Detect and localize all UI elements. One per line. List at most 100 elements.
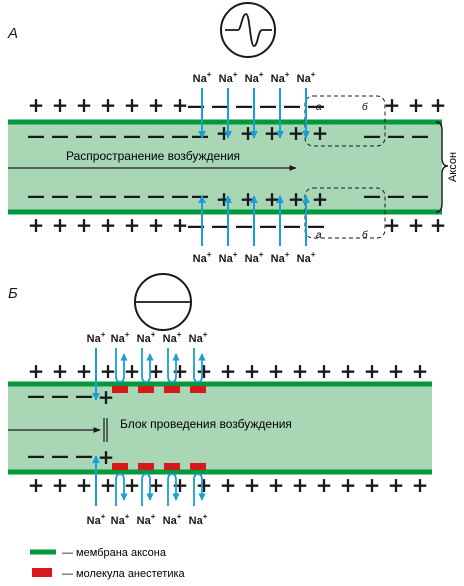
charge-minus: — [187,96,205,117]
charge-minus: — [27,446,45,467]
charge-plus: + [28,359,45,383]
sodium-ion-label: Na+ [271,250,290,265]
anesthetic-molecule [112,386,128,393]
sodium-ion-label: Na+ [219,250,238,265]
sodium-ion-label: Na+ [189,512,208,527]
charge-plus: + [100,213,117,237]
charge-plus: + [28,473,45,497]
charge-minus: — [75,186,93,207]
charge-plus: + [52,93,69,117]
charge-minus: — [211,216,229,237]
axon-b-axoplasm [8,384,432,472]
action-potential-scope-icon [220,2,276,58]
charge-minus: — [99,186,117,207]
charge-plus: + [240,187,257,211]
charge-plus: + [244,359,261,383]
charge-plus: + [76,473,93,497]
zone-top-box [304,95,386,147]
charge-minus: — [235,216,253,237]
block-label: Блок проведения возбуждения [120,417,292,431]
sodium-ion-label: Na+ [219,70,238,85]
charge-plus: + [148,473,165,497]
charge-plus: + [364,359,381,383]
charge-plus: + [196,359,213,383]
charge-plus: + [76,359,93,383]
charge-plus: + [124,213,141,237]
panel-a: А Распространение возбуждения а б а б Ак… [7,2,459,265]
charge-plus: + [28,213,45,237]
sodium-ion-label: Na+ [87,512,106,527]
charge-minus: — [51,386,69,407]
charge-plus: + [100,473,117,497]
sodium-ion-label: Na+ [193,70,212,85]
charge-minus: — [191,126,209,147]
zone-bottom-a-label: а [316,230,322,241]
blocked-sodium-arrow [167,348,180,383]
anesthetic-molecule [190,386,206,393]
sodium-ion-label: Na+ [137,330,156,345]
charge-plus: + [98,385,115,409]
charge-plus: + [148,93,165,117]
charge-plus: + [148,359,165,383]
anesthetic-molecule [190,463,206,470]
charge-minus: — [259,96,277,117]
charge-minus: — [99,126,117,147]
blocked-sodium-arrow [115,348,128,383]
sodium-ion-label: Na+ [193,250,212,265]
sodium-ion-label: Na+ [111,330,130,345]
sodium-ion-label: Na+ [163,330,182,345]
panel-b-charges: ++++++++++++++++++++++++++++++++++——————… [27,359,428,497]
charge-plus: + [408,213,425,237]
panel-a-sodium-ions: Na+Na+Na+Na+Na+Na+Na+Na+Na+Na+ [193,70,316,265]
charge-plus: + [268,473,285,497]
charge-plus: + [100,359,117,383]
charge-plus: + [196,473,213,497]
sodium-ion-label: Na+ [297,70,316,85]
charge-plus: + [240,121,257,145]
charge-plus: + [412,473,429,497]
charge-plus: + [28,93,45,117]
propagation-label: Распространение возбуждения [66,149,240,163]
charge-minus: — [51,186,69,207]
charge-minus: — [51,446,69,467]
legend-anesthetic-swatch [32,568,52,577]
charge-plus: + [384,93,401,117]
sodium-ion-label: Na+ [137,512,156,527]
charge-plus: + [316,359,333,383]
zone-bottom-box [304,187,386,239]
legend: — мембрана аксона — молекула анестетика [30,547,186,580]
charge-plus: + [312,187,329,211]
charge-plus: + [408,93,425,117]
charge-plus: + [124,473,141,497]
blocked-sodium-arrow [167,473,180,506]
charge-plus: + [384,213,401,237]
flat-signal-scope-icon [134,273,192,331]
charge-minus: — [387,126,405,147]
charge-plus: + [264,187,281,211]
anesthetic-molecule [138,463,154,470]
anesthetic-molecule [164,463,180,470]
charge-minus: — [283,96,301,117]
zone-top-a-label: а [316,102,322,113]
blocked-sodium-arrow [193,473,206,506]
panel-b-anesthetic-molecules [112,386,206,470]
panel-a-letter: А [7,25,18,42]
charge-plus: + [100,93,117,117]
charge-plus: + [124,93,141,117]
charge-plus: + [172,93,189,117]
charge-plus: + [340,359,357,383]
charge-plus: + [430,213,447,237]
charge-plus: + [388,473,405,497]
charge-minus: — [27,126,45,147]
charge-plus: + [172,473,189,497]
anesthetic-molecule [138,386,154,393]
charge-plus: + [220,359,237,383]
charge-minus: — [411,126,429,147]
panel-b-sodium-ions: Na+Na+Na+Na+Na+Na+Na+Na+Na+Na+ [87,330,208,527]
panel-b-letter: Б [8,285,18,302]
anesthetic-molecule [164,386,180,393]
charge-minus: — [191,186,209,207]
charge-minus: — [51,126,69,147]
charge-plus: + [220,473,237,497]
charge-plus: + [430,93,447,117]
